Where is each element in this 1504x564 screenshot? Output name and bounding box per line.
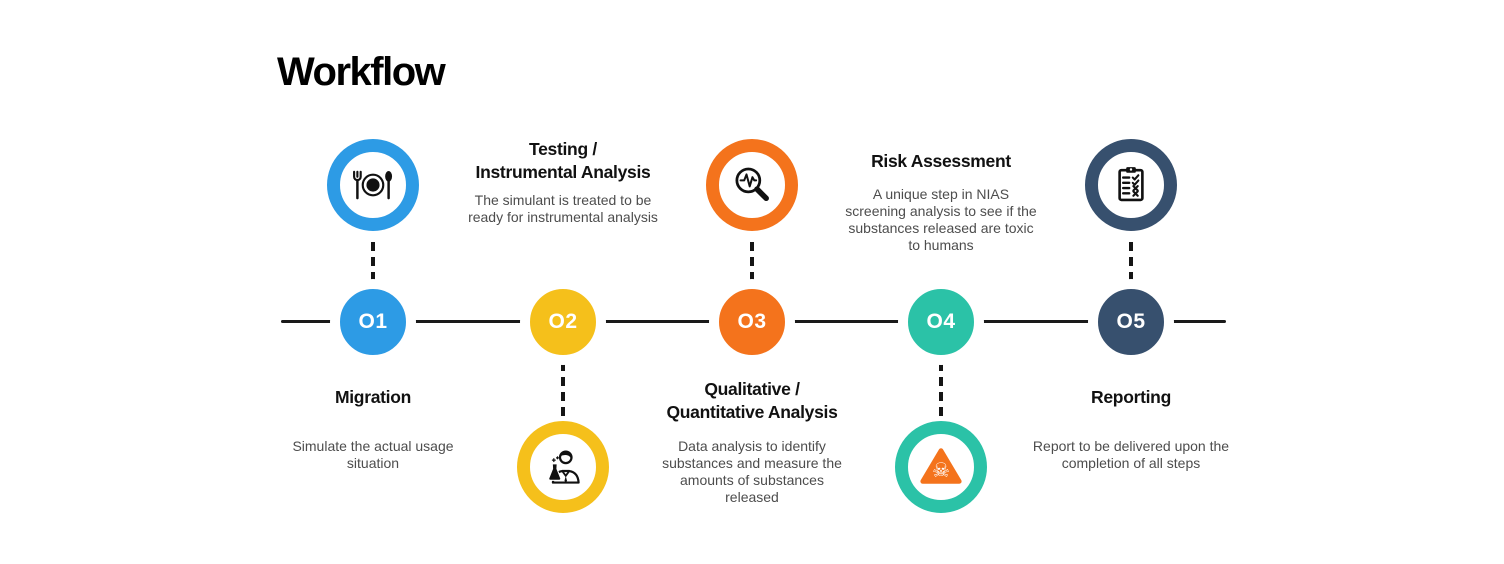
clipboard-checklist-icon — [1085, 139, 1177, 231]
workflow-step-reporting: O5 Reporting Report to be delivered upon… — [1021, 0, 1241, 564]
dashed-connector — [1129, 242, 1133, 282]
step-description: Report to be delivered upon the completi… — [1032, 438, 1230, 472]
step-number-badge: O3 — [709, 279, 795, 365]
step-number-badge: O4 — [898, 279, 984, 365]
workflow-step-migration: O1 Migration Simulate the actual usage s… — [263, 0, 483, 564]
step-title: Qualitative / Quantitative Analysis — [666, 379, 838, 422]
step-title: Testing / Instrumental Analysis — [475, 139, 651, 182]
step-number: O2 — [548, 310, 578, 333]
workflow-step-analysis: O3 Qualitative / Quantitative Analysis D… — [642, 0, 862, 564]
step-description: Data analysis to identify substances and… — [662, 438, 842, 506]
workflow-step-risk-assessment: Risk Assessment A unique step in NIAS sc… — [831, 0, 1051, 564]
step-title: Reporting — [1091, 387, 1171, 407]
workflow-step-testing: Testing / Instrumental Analysis The simu… — [453, 0, 673, 564]
step-number: O4 — [926, 310, 956, 333]
step-description: The simulant is treated to be ready for … — [468, 192, 658, 226]
step-number: O5 — [1116, 310, 1146, 333]
step-description: A unique step in NIAS screening analysis… — [845, 186, 1037, 254]
dashed-connector — [939, 362, 943, 420]
step-number-badge: O5 — [1088, 279, 1174, 365]
dashed-connector — [371, 242, 375, 282]
dining-icon — [327, 139, 419, 231]
step-number: O3 — [737, 310, 767, 333]
magnifier-pulse-icon — [706, 139, 798, 231]
svg-text:☠: ☠ — [932, 458, 950, 482]
scientist-icon — [517, 421, 609, 513]
step-number-badge: O1 — [330, 279, 416, 365]
dashed-connector — [561, 362, 565, 420]
step-title: Migration — [334, 387, 412, 407]
step-description: Simulate the actual usage situation — [292, 438, 454, 472]
page-title: Workflow — [277, 50, 446, 94]
step-title: Risk Assessment — [871, 151, 1011, 171]
dashed-connector — [750, 242, 754, 282]
step-number: O1 — [358, 310, 388, 333]
step-number-badge: O2 — [520, 279, 606, 365]
toxic-warning-icon: ☠ — [895, 421, 987, 513]
